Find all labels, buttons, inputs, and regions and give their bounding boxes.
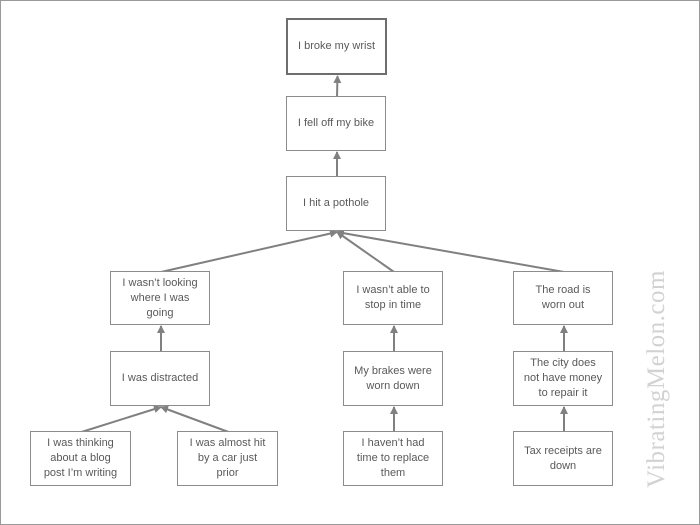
node-brakes-worn: My brakes were worn down <box>343 351 443 406</box>
node-road-worn-out: The road is worn out <box>513 271 613 325</box>
node-city-no-money: The city does not have money to repair i… <box>513 351 613 406</box>
edge-n6-to-n3 <box>336 229 565 273</box>
edge-n5-to-n3 <box>336 231 395 273</box>
node-fell-off-bike: I fell off my bike <box>286 96 386 151</box>
watermark: VibratingMelon.com <box>643 270 670 488</box>
node-thinking-blog-post: I was thinking about a blog post I’m wri… <box>30 431 131 486</box>
node-unable-to-stop: I wasn’t able to stop in time <box>343 271 443 325</box>
node-hit-pothole: I hit a pothole <box>286 176 386 231</box>
edge-n2-to-n1 <box>333 75 342 98</box>
node-tax-receipts-down: Tax receipts are down <box>513 431 613 486</box>
node-distracted: I was distracted <box>110 351 210 406</box>
node-not-looking: I wasn’t looking where I was going <box>110 271 210 325</box>
node-no-time-replace: I haven’t had time to replace them <box>343 431 443 486</box>
edge-n11-to-n7 <box>160 405 229 433</box>
node-almost-hit-by-car: I was almost hit by a car just prior <box>177 431 278 486</box>
edge-n10-to-n7 <box>81 405 162 433</box>
edge-n4-to-n3 <box>160 229 338 273</box>
node-broke-wrist: I broke my wrist <box>286 18 387 75</box>
